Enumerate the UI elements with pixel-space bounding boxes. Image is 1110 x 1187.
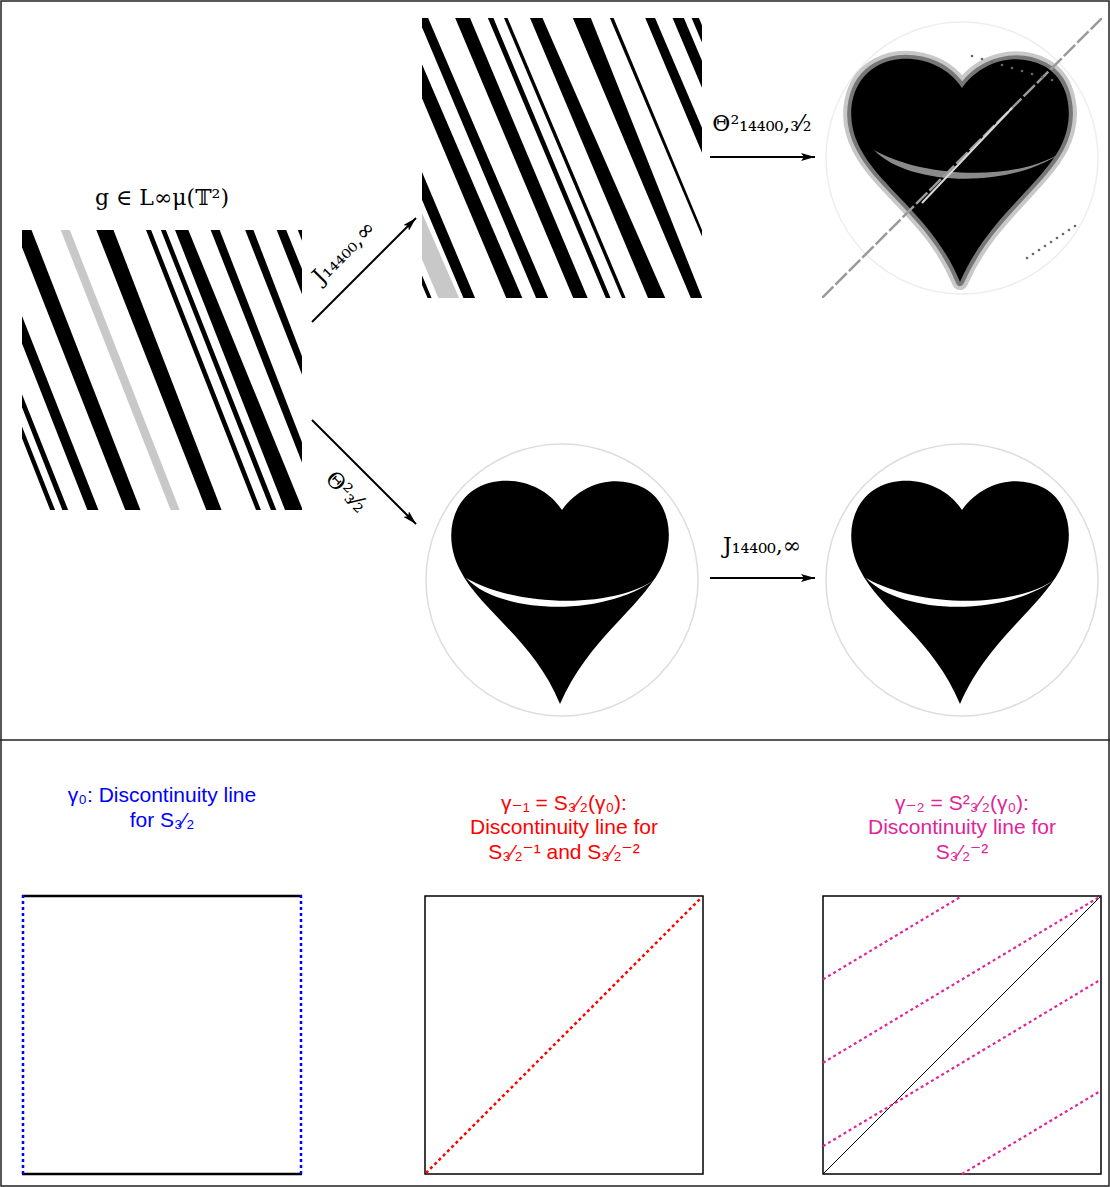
panel-heading: γ₀: Discontinuity line for S₃⁄₂ (62, 783, 262, 833)
torus-square (22, 895, 302, 1175)
operator-label: Θ²₁₄₄₀₀,₃⁄₂ (712, 111, 811, 137)
discontinuity-panel: γ₋₂ = S²₃⁄₂(γ₀): Discontinuity line for … (822, 895, 1102, 1175)
map-arrow (710, 156, 815, 158)
discretized-stripes-image (294, 18, 833, 298)
heart-image (422, 440, 702, 720)
panel-divider (0, 739, 1110, 741)
function-label: g ∈ L∞μ(𝕋²) (95, 185, 229, 211)
discretized-heart-image (822, 440, 1102, 720)
map-arrow (312, 420, 416, 524)
panel-heading: γ₋₁ = S₃⁄₂(γ₀): Discontinuity line for S… (448, 791, 680, 865)
operator-label: J₁₄₄₀₀,∞ (723, 533, 801, 559)
torus-square (822, 895, 1102, 1175)
map-arrow (710, 577, 815, 579)
noisy-heart-image (822, 18, 1102, 298)
discontinuity-panel: γ₀: Discontinuity line for S₃⁄₂ (22, 895, 302, 1175)
torus-square (424, 895, 704, 1175)
panel-heading: γ₋₂ = S²₃⁄₂(γ₀): Discontinuity line for … (846, 791, 1078, 865)
striped-function-image (0, 230, 418, 510)
discontinuity-panel: γ₋₁ = S₃⁄₂(γ₀): Discontinuity line for S… (424, 895, 704, 1175)
operator-label: J₁₄₄₀₀,∞ (307, 215, 381, 289)
